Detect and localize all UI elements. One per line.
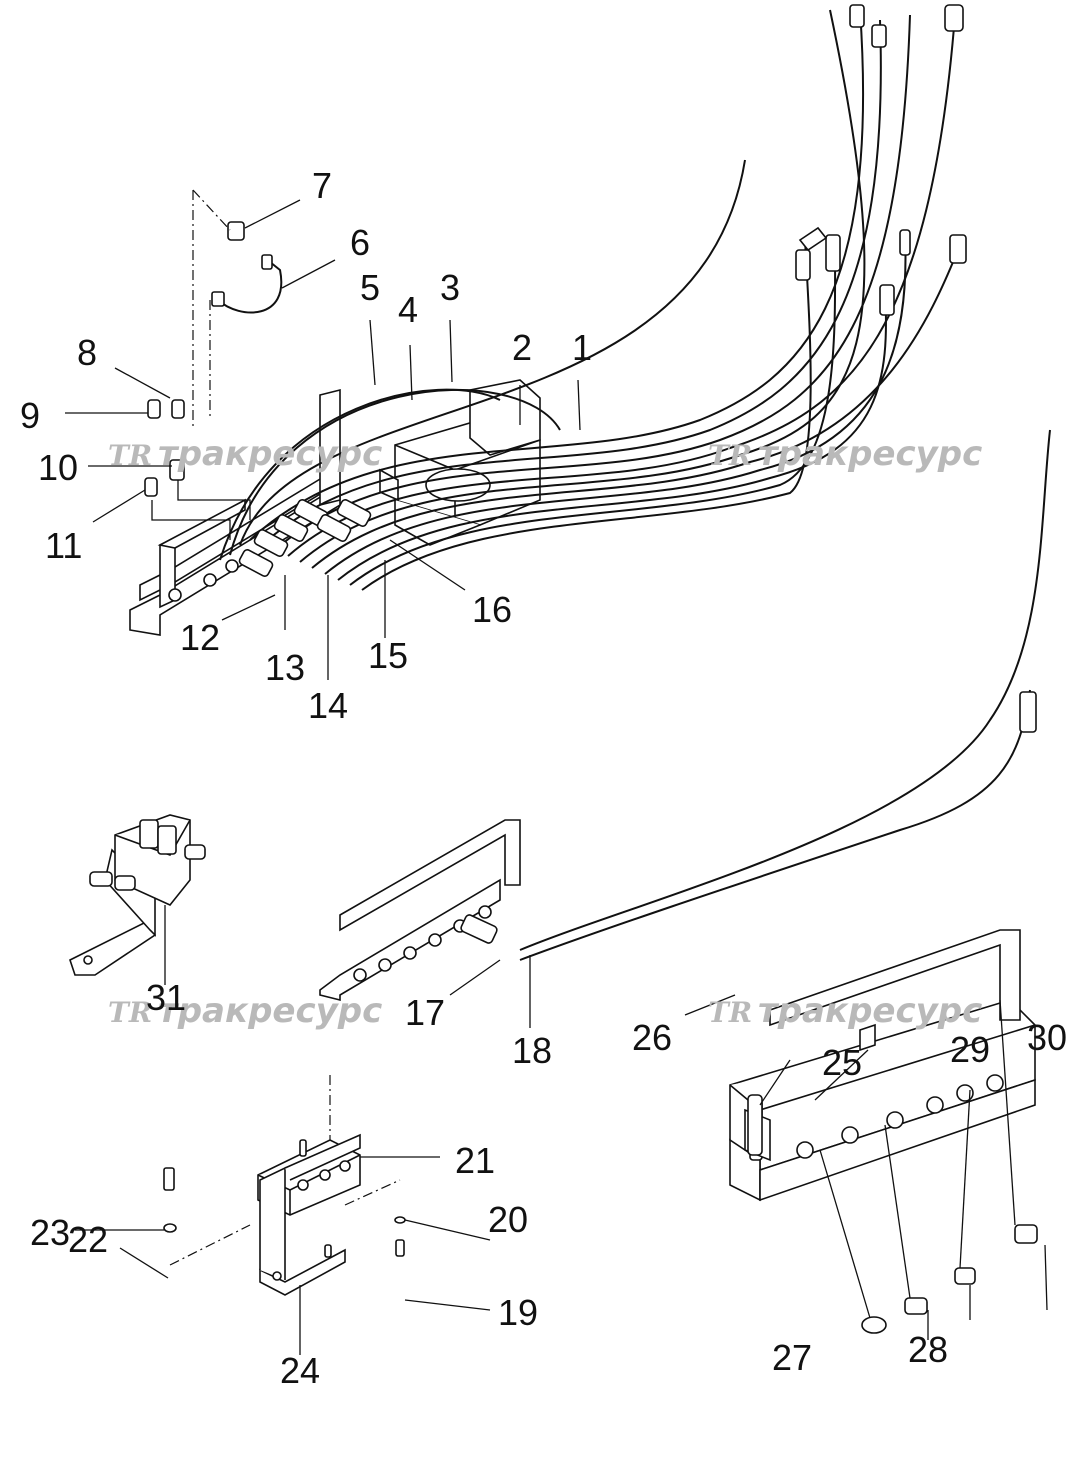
callout-23: 23	[30, 1212, 70, 1253]
watermark-text: тракресурс	[158, 991, 382, 1031]
watermark-logo: TR	[108, 439, 152, 472]
callout-19: 19	[498, 1292, 538, 1333]
leader-lines-top	[65, 199, 581, 680]
manifold-ports-middle	[353, 905, 492, 982]
watermark-text: тракресурс	[158, 434, 382, 474]
callout-4: 4	[398, 289, 418, 330]
valve-bracket-31	[69, 814, 206, 985]
callout-8: 8	[77, 332, 97, 373]
callout-27: 27	[772, 1337, 812, 1378]
manifold-assembly-25-30	[684, 929, 1048, 1340]
watermark-text: тракресурс	[758, 991, 982, 1031]
callout-18: 18	[512, 1030, 552, 1071]
valve-block	[379, 379, 541, 546]
watermark-logo: TR	[108, 996, 152, 1029]
callout-31: 31	[146, 977, 186, 1018]
callout-30: 30	[1027, 1017, 1067, 1058]
callout-22: 22	[68, 1219, 108, 1260]
watermark-1: TR тракресурс	[108, 434, 382, 474]
callout-labels: 1 2 3 4 5 6 7 8 9 10 11 12 13 14 15 16 1…	[20, 165, 1067, 1391]
bracket-assembly-19-24	[75, 1075, 491, 1355]
callout-2: 2	[512, 327, 532, 368]
small-hose-assembly	[192, 189, 283, 430]
callout-6: 6	[350, 222, 370, 263]
callout-7: 7	[312, 165, 332, 206]
callout-20: 20	[488, 1199, 528, 1240]
hose-bundle	[219, 9, 961, 591]
callout-5: 5	[360, 267, 380, 308]
callout-1: 1	[572, 327, 592, 368]
manifold-ports-bottom	[796, 1074, 1004, 1159]
callout-28: 28	[908, 1329, 948, 1370]
watermark-3: TR тракресурс	[108, 991, 382, 1031]
callout-13: 13	[265, 647, 305, 688]
callout-26: 26	[632, 1017, 672, 1058]
watermark-logo: TR	[708, 439, 752, 472]
watermark-4: TR тракресурс	[708, 991, 982, 1031]
callout-29: 29	[950, 1029, 990, 1070]
callout-10: 10	[38, 447, 78, 488]
callout-12: 12	[180, 617, 220, 658]
small-fittings	[144, 399, 251, 540]
callout-25: 25	[822, 1042, 862, 1083]
top-assembly	[65, 4, 967, 680]
callout-14: 14	[308, 685, 348, 726]
callout-16: 16	[472, 589, 512, 630]
callout-3: 3	[440, 267, 460, 308]
callout-11: 11	[45, 525, 82, 566]
callout-24: 24	[280, 1350, 320, 1391]
manifold-couplings	[238, 499, 372, 577]
callout-17: 17	[405, 992, 445, 1033]
watermark-text: тракресурс	[758, 434, 982, 474]
callout-21: 21	[455, 1140, 495, 1181]
callout-15: 15	[368, 635, 408, 676]
callout-9: 9	[20, 395, 40, 436]
hose-end-fittings	[795, 4, 967, 316]
watermark-logo: TR	[708, 996, 752, 1029]
middle-assembly	[319, 429, 1051, 1028]
watermark-2: TR тракресурс	[708, 434, 982, 474]
